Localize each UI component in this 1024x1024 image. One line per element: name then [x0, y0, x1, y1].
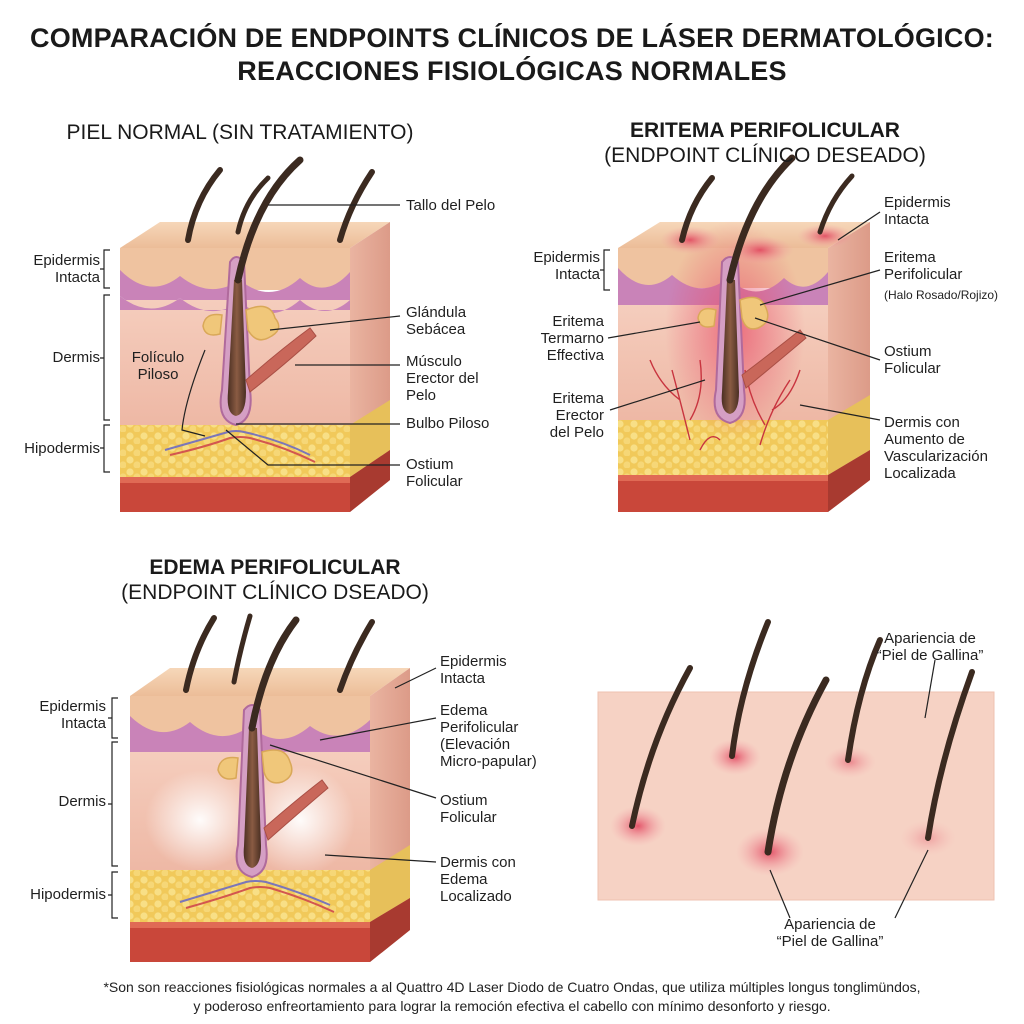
page-title-line-2: REACCIONES FISIOLÓGICAS NORMALES — [237, 56, 787, 86]
panel-erythema-subtitle: (ENDPOINT CLÍNICO DESEADO) — [604, 144, 926, 167]
panel-erythema-title-text: ERITEMA PERIFOLICULAR — [630, 119, 900, 142]
label-ostium-edema: Ostium Folicular — [440, 792, 497, 826]
label-goosebumps-top: Apariencia de “Piel de Gallina” — [876, 630, 984, 664]
edema-hairs — [183, 613, 375, 732]
label-sebaceous-gland: Glándula Sebácea — [406, 304, 467, 338]
label-arrector-muscle: Músculo Erector del Pelo — [406, 353, 479, 404]
label-hair-follicle: Folículo Piloso — [131, 349, 185, 383]
label-epidermis-edema-right: Epidermis Intacta — [440, 653, 507, 687]
label-epidermis-erythema-left: Epidermis Intacta — [533, 249, 600, 283]
footnote-line-1: *Son son reacciones fisiológicas normale… — [103, 979, 921, 995]
label-perifollicular-edema: Edema Perifolicular (Elevación Micro-pap… — [440, 702, 537, 770]
label-halo-text: (Halo Rosado/Rojizo) — [884, 288, 999, 302]
label-epidermis-erythema-right: Epidermis Intacta — [884, 194, 951, 228]
label-erythema-termarno: Eritema Termarno Effectiva — [540, 313, 604, 364]
label-hair-shaft: Tallo del Pelo — [406, 197, 496, 214]
leader-lines — [100, 204, 936, 919]
label-epidermis-normal: Epidermis Intacta — [33, 252, 100, 286]
label-dermis-localized-edema: Dermis con Edema Localizado — [440, 854, 516, 905]
goosebumps-hairs — [629, 619, 975, 856]
label-halo: (Halo Rosado/Rojizo) — [884, 286, 998, 304]
erythema-skin-block — [618, 220, 870, 512]
label-ostium-normal: Ostium Folicular — [406, 456, 463, 490]
panel-edema-subtitle: (ENDPOINT CLÍNICO DSEADO) — [121, 581, 429, 604]
label-ostium-erythema: Ostium Folicular — [884, 343, 941, 377]
label-dermis-vascularization: Dermis con Aumento de Vascularización Lo… — [884, 414, 988, 482]
label-erythema-erector: Eritema Erector del Pelo — [549, 390, 604, 441]
label-dermis-edema-left: Dermis — [58, 793, 107, 810]
page-title: COMPARACIÓN DE ENDPOINTS CLÍNICOS DE LÁS… — [0, 22, 1024, 88]
panel-normal-title-text: PIEL NORMAL (SIN TRATAMIENTO) — [66, 121, 414, 144]
panel-edema-title-text: EDEMA PERIFOLICULAR — [149, 556, 401, 579]
panel-edema-title: EDEMA PERIFOLICULAR (ENDPOINT CLÍNICO DS… — [70, 555, 480, 605]
panel-normal-title: PIEL NORMAL (SIN TRATAMIENTO) — [60, 120, 420, 145]
edema-skin-block — [130, 668, 410, 962]
erythema-hairs — [679, 154, 855, 284]
label-hair-bulb: Bulbo Piloso — [406, 415, 490, 432]
label-epidermis-edema-left: Epidermis Intacta — [39, 698, 106, 732]
footnote-line-2: y poderoso enfreortamiento para lograr l… — [193, 998, 831, 1014]
label-hypodermis-edema: Hipodermis — [30, 886, 106, 903]
panel-erythema-title: ERITEMA PERIFOLICULAR (ENDPOINT CLÍNICO … — [560, 118, 970, 168]
page-title-line-1: COMPARACIÓN DE ENDPOINTS CLÍNICOS DE LÁS… — [30, 23, 994, 53]
label-dermis-normal: Dermis — [52, 349, 101, 366]
label-perifollicular-erythema: Eritema Perifolicular — [884, 249, 963, 283]
normal-skin-block — [120, 222, 390, 512]
label-goosebumps-bottom: Apariencia de “Piel de Gallina” — [776, 916, 884, 950]
footnote: *Son son reacciones fisiológicas normale… — [0, 978, 1024, 1016]
label-hypodermis-normal: Hipodermis — [24, 440, 100, 457]
